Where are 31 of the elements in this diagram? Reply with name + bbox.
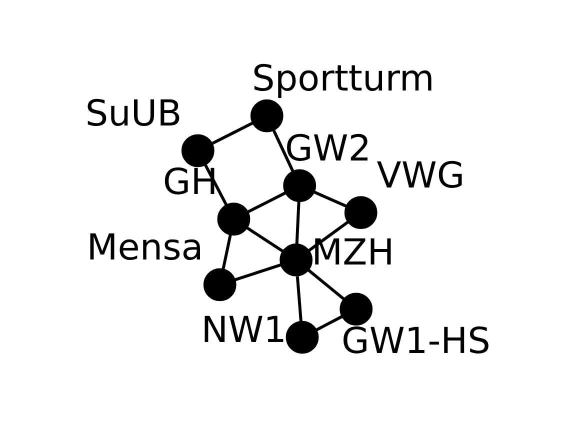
node-circle — [339, 292, 372, 326]
connector — [306, 268, 344, 300]
connector — [211, 121, 254, 145]
node-circle — [279, 244, 312, 276]
node-label: SuUB — [84, 94, 182, 135]
node-circle — [344, 196, 377, 230]
node-label: NW1 — [200, 310, 286, 352]
node-label: Sportturm — [252, 58, 434, 100]
connector — [295, 276, 302, 322]
connector — [246, 226, 284, 253]
connector — [246, 191, 286, 214]
connector — [234, 263, 282, 282]
node-label: VWG — [376, 155, 464, 196]
node-label: Mensa — [86, 228, 203, 269]
connector — [294, 201, 300, 244]
node-circle — [282, 169, 316, 202]
connector — [272, 130, 294, 172]
connector — [315, 314, 343, 332]
node-circle — [250, 99, 283, 132]
node-label: GH — [162, 162, 218, 203]
node-label: GW1-HS — [341, 320, 490, 362]
connector — [221, 234, 232, 270]
connector — [312, 190, 347, 208]
connector — [204, 164, 228, 206]
node-circle — [180, 134, 214, 168]
node-label: MZH — [311, 232, 394, 274]
connector — [307, 220, 349, 252]
node-circle — [202, 268, 236, 302]
node-label: GW2 — [284, 128, 371, 170]
node-circle — [216, 202, 250, 236]
node-circle — [285, 320, 318, 354]
